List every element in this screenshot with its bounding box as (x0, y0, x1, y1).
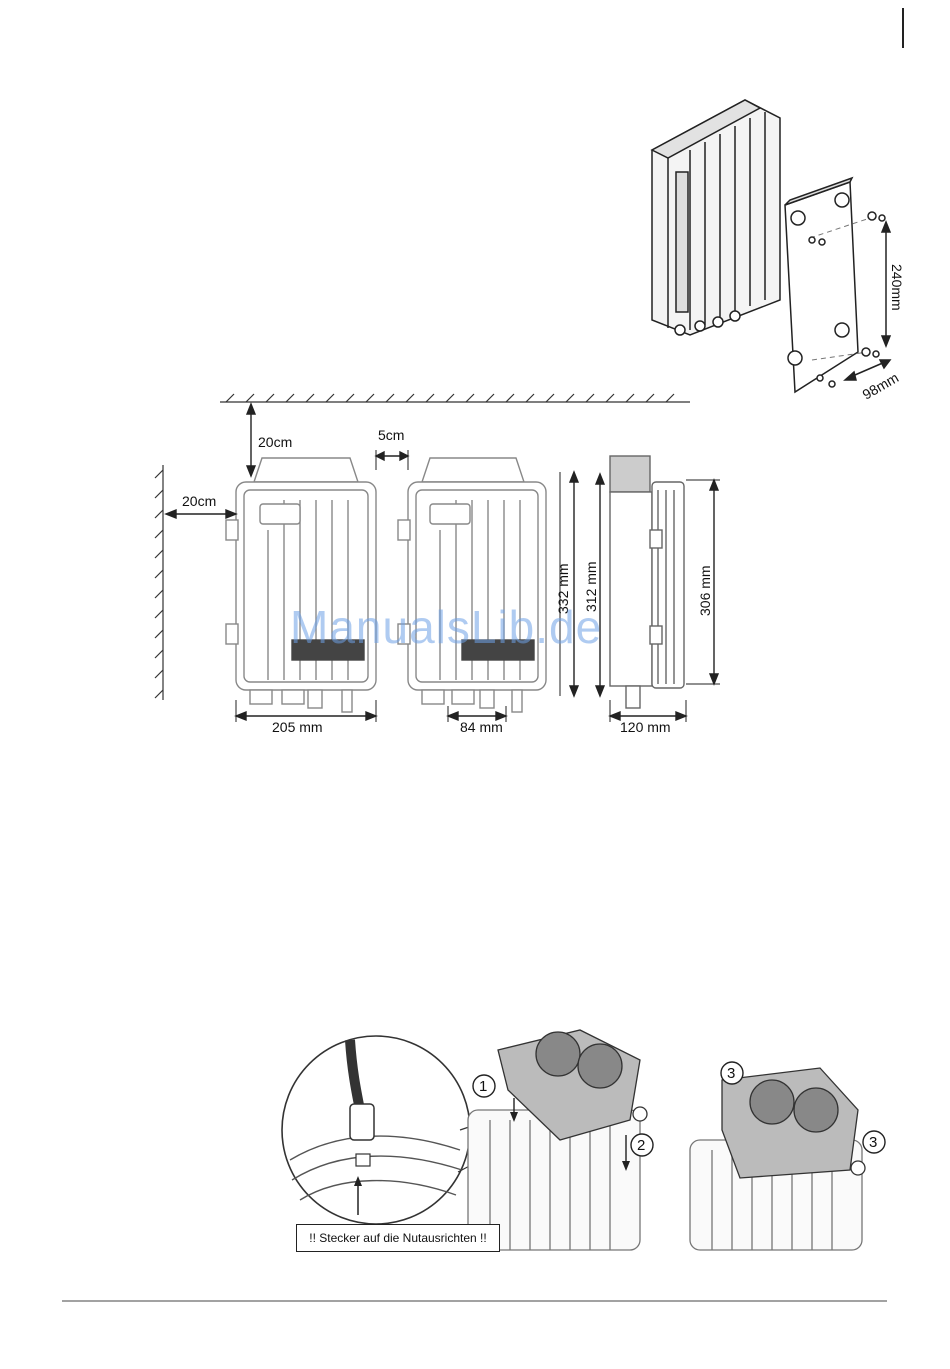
side-view-unit (610, 456, 684, 708)
step-label-1: 1 (479, 1078, 487, 1095)
dim-side-clearance: 20cm (182, 493, 216, 509)
step-label-2: 2 (637, 1137, 645, 1154)
isometric-unit-drawing (652, 100, 885, 392)
dim-side-depth: 120 mm (620, 719, 671, 735)
dim-body-height: 306 mm (697, 565, 713, 616)
fan-install-step3 (690, 1068, 865, 1250)
dim-unit-gap: 5cm (378, 427, 404, 443)
fan-install-step1 (468, 1030, 647, 1250)
front-unit-right (398, 458, 546, 712)
dim-front-width: 205 mm (272, 719, 323, 735)
plug-alignment-note: !! Stecker auf die Nutausrichten !! (296, 1224, 500, 1252)
dim-plate-horizontal: 98mm (860, 369, 902, 402)
wall-hatch (155, 465, 163, 700)
dim-top-clearance: 20cm (258, 434, 292, 450)
ceiling-hatch (220, 394, 690, 402)
watermark: ManualsLib.de (290, 600, 602, 654)
dim-bracket-spacing: 84 mm (460, 719, 503, 735)
dim-plate-vertical: 240mm (889, 264, 905, 311)
step-label-3a: 3 (727, 1065, 735, 1082)
front-unit-left (226, 458, 376, 712)
step-label-3b: 3 (869, 1134, 877, 1151)
